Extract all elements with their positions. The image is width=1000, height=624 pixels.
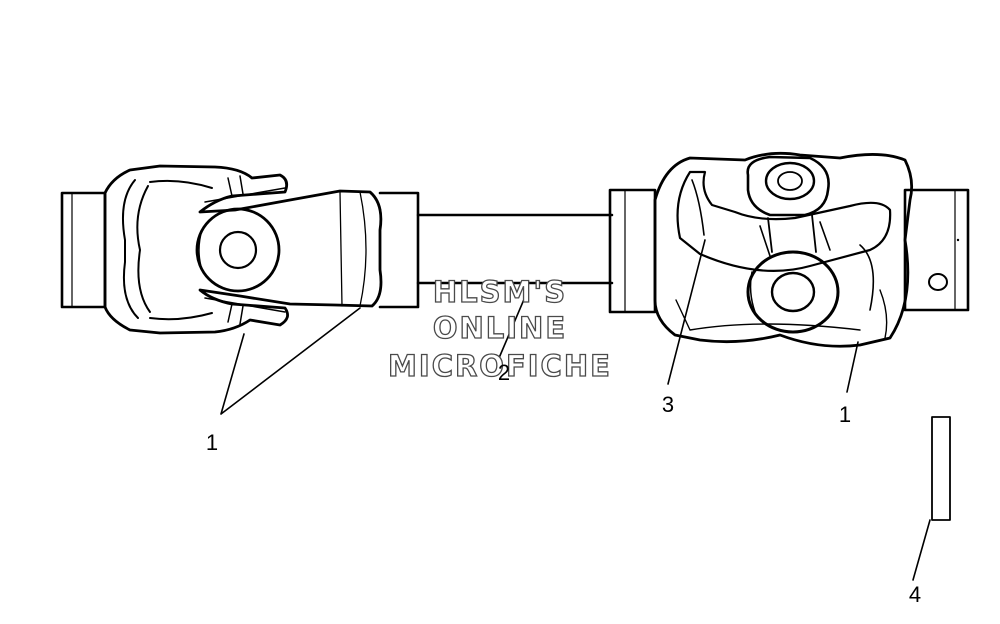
callout-2[interactable]: 2 [498, 360, 510, 385]
watermark-line-2: ONLINE [433, 311, 567, 345]
callout-1-right[interactable]: 1 [839, 402, 851, 427]
watermark: HLSM'S ONLINE MICROFICHE [387, 274, 612, 383]
right-universal-joint [608, 151, 970, 348]
callout-3[interactable]: 3 [662, 392, 674, 417]
callout-4[interactable]: 4 [909, 582, 921, 607]
watermark-line-1: HLSM'S [433, 275, 567, 309]
center-shaft [416, 213, 614, 285]
part-4-key [931, 416, 951, 521]
leader-lines [220, 239, 931, 581]
callout-labels: 1 2 3 1 4 [206, 360, 921, 607]
callout-1-left[interactable]: 1 [206, 430, 218, 455]
left-universal-joint [60, 164, 420, 335]
watermark-line-3: MICROFICHE [388, 349, 612, 383]
